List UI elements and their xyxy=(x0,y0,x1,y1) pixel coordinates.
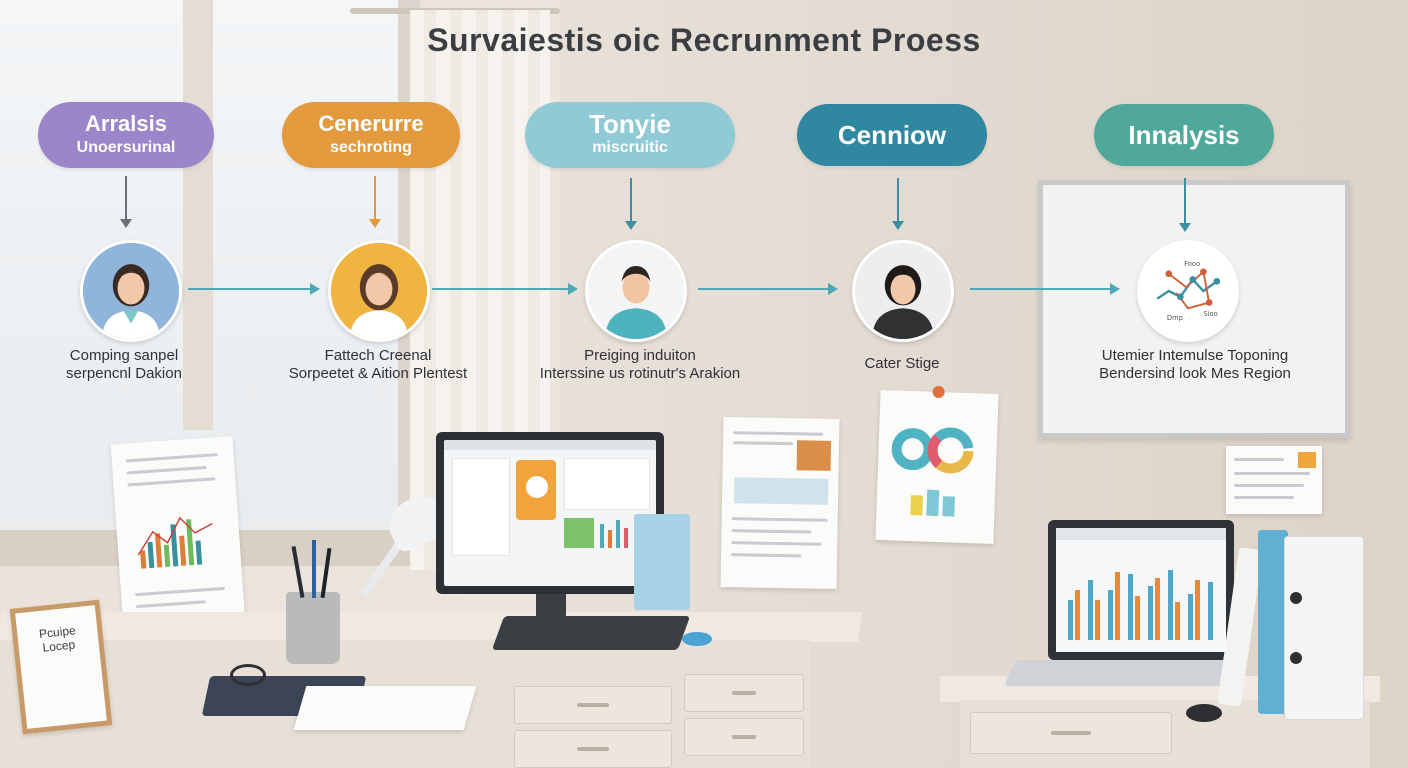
person-icon xyxy=(83,243,179,339)
stage-2-caption-line1: Fattech Creenal xyxy=(324,347,432,364)
wall-chart-paper xyxy=(875,385,999,545)
stage-5-caption-line1: Utemier Intemulse Toponing xyxy=(1101,347,1289,364)
candidate-avatar-3 xyxy=(585,240,687,342)
stage-5-title: Innalysis xyxy=(1128,119,1240,150)
stage-3-caption-line2: Interssine us rotinutr's Arakion xyxy=(539,365,741,382)
keyboard xyxy=(491,616,691,650)
network-label: Dmp xyxy=(1167,314,1183,322)
stage-1-title: Arralsis xyxy=(85,111,167,136)
candidate-avatar-2 xyxy=(328,240,430,342)
bar-chart-icon xyxy=(137,516,213,569)
easel-sign: Pcuipe Locep xyxy=(9,599,113,735)
glasses xyxy=(230,664,266,686)
down-arrow xyxy=(120,176,132,228)
down-arrow xyxy=(892,178,904,230)
down-arrow xyxy=(1179,178,1191,232)
stage-4-title: Cenniow xyxy=(837,119,947,150)
desk-paper xyxy=(293,686,477,730)
down-arrow xyxy=(369,176,381,228)
desk-surface xyxy=(0,612,863,642)
monitor-screen xyxy=(444,440,656,586)
stage-pill-2: Cenerurre sechroting xyxy=(282,102,460,168)
person-icon xyxy=(331,243,427,339)
stage-5-caption: Utemier Intemulse Toponing Bendersind lo… xyxy=(1055,347,1335,383)
person-icon xyxy=(855,243,951,339)
stage-2-caption: Fattech Creenal Sorpeetet & Aition Plent… xyxy=(238,347,518,383)
pen xyxy=(312,540,316,598)
desk-drawer xyxy=(684,674,804,712)
stage-3-title: Tonyie xyxy=(589,109,671,139)
wall-report-paper xyxy=(720,417,840,589)
network-graph-icon: Fooo Dmp Sioo xyxy=(1140,243,1236,339)
laptop-screen xyxy=(1056,528,1226,652)
file-holder xyxy=(634,514,690,610)
flow-arrow xyxy=(698,283,838,295)
flow-arrow xyxy=(188,283,320,295)
whiteboard xyxy=(1038,180,1350,438)
person-icon xyxy=(588,243,684,339)
donut-chart-icon xyxy=(891,427,974,474)
flow-arrow xyxy=(970,283,1120,295)
clipboard-chart xyxy=(110,436,248,660)
stage-2-title: Cenerurre xyxy=(318,111,424,136)
stage-3-caption-line1: Preiging induiton xyxy=(584,347,696,364)
binder xyxy=(1284,536,1364,720)
stage-2-caption-line2: Sorpeetet & Aition Plentest xyxy=(288,365,468,382)
stage-2-subtitle: sechroting xyxy=(330,139,412,156)
laptop-keyboard xyxy=(1003,660,1247,686)
stage-1-caption-line1: Comping sanpel xyxy=(69,347,179,364)
mouse xyxy=(682,632,712,646)
desk-drawer xyxy=(514,686,672,724)
window-frame xyxy=(183,0,213,430)
flow-arrow xyxy=(432,283,578,295)
diagram-title: Survaiestis oic Recrunment Proess xyxy=(427,22,981,58)
stage-pill-4: Cenniow xyxy=(797,104,987,166)
binder-ring-hole xyxy=(1290,652,1302,664)
stage-5-caption-line2: Bendersind look Mes Region xyxy=(1099,365,1291,382)
stage-pill-3: Tonyie miscruitic xyxy=(525,102,735,168)
down-arrow xyxy=(625,178,637,230)
network-label: Sioo xyxy=(1203,310,1217,318)
stage-4-caption: Cater Stige xyxy=(762,355,1042,373)
mouse xyxy=(1186,704,1222,722)
stage-4-caption-line1: Cater Stige xyxy=(864,355,940,372)
desk-drawer xyxy=(970,712,1172,754)
candidate-avatar-1 xyxy=(80,240,182,342)
stage-1-caption: Comping sanpel serpencnl Dakion xyxy=(0,347,264,383)
stage-1-subtitle: Unoersurinal xyxy=(76,139,176,156)
network-label: Fooo xyxy=(1184,260,1200,268)
binder xyxy=(1258,530,1288,714)
stage-3-subtitle: miscruitic xyxy=(592,139,668,156)
wall-note-paper xyxy=(1226,446,1322,514)
desk-drawer xyxy=(514,730,672,768)
bar-chart-icon xyxy=(1068,570,1213,640)
stage-pill-1: Arralsis Unoersurinal xyxy=(38,102,214,168)
binder-ring-hole xyxy=(1290,592,1302,604)
analysis-network-icon: Fooo Dmp Sioo xyxy=(1137,240,1239,342)
stage-3-caption: Preiging induiton Interssine us rotinutr… xyxy=(500,347,780,383)
pen-cup xyxy=(286,592,340,664)
stage-pill-5: Innalysis xyxy=(1094,104,1274,166)
candidate-avatar-4 xyxy=(852,240,954,342)
desk-drawer xyxy=(684,718,804,756)
stage-1-caption-line2: serpencnl Dakion xyxy=(66,365,182,382)
